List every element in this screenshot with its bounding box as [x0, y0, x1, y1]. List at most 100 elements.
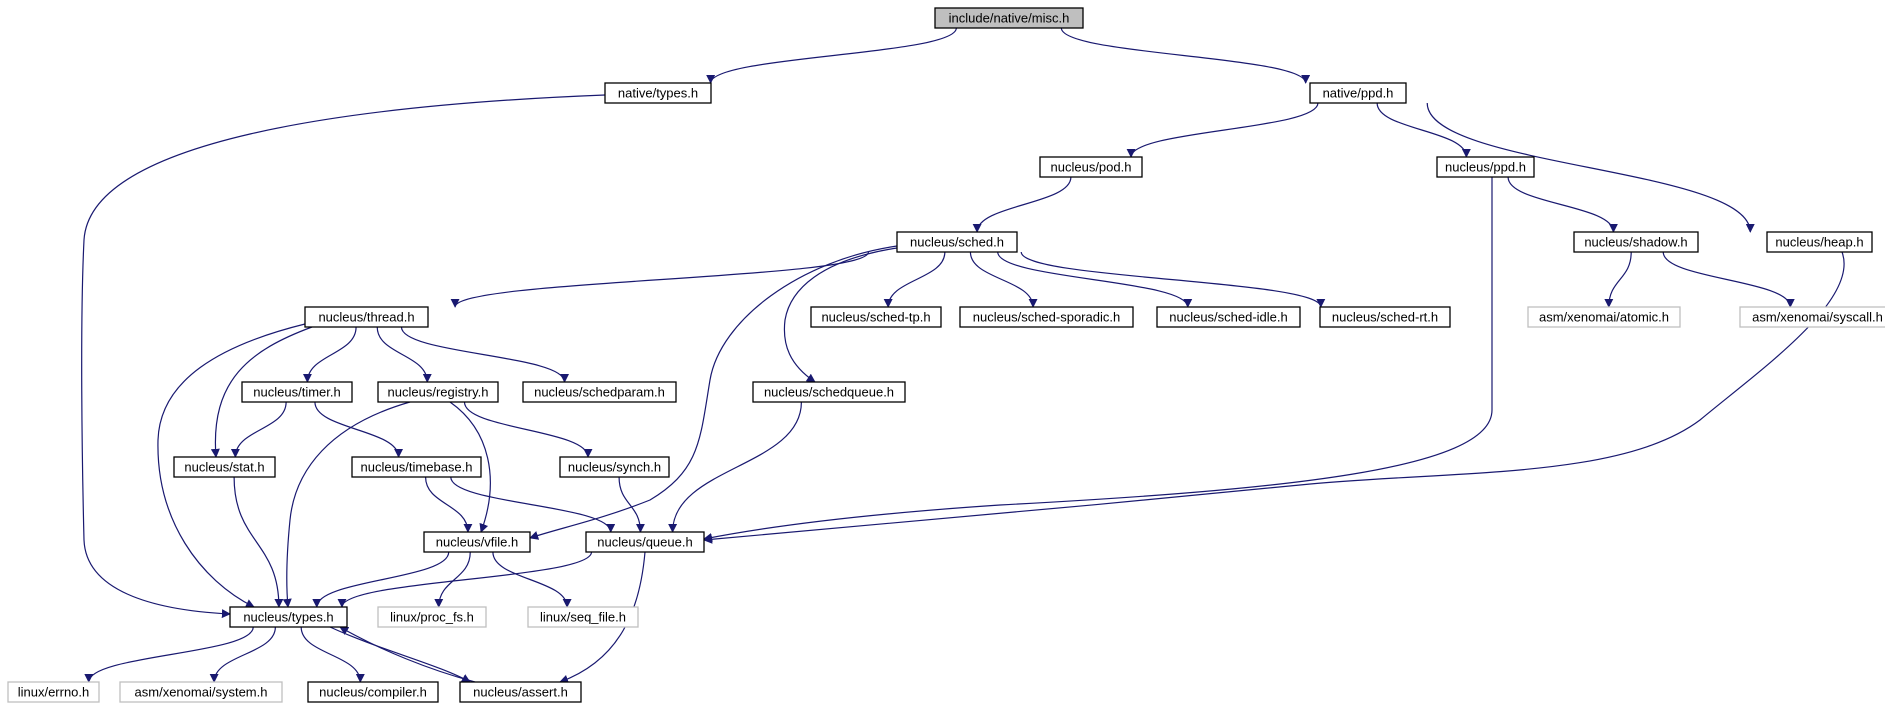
- node-schedqueue[interactable]: nucleus/schedqueue.h: [752, 381, 906, 403]
- edge-timer-to-timebase: [314, 401, 404, 458]
- node-box-thread[interactable]: [304, 306, 429, 328]
- edge-schedqueue-to-queue: [668, 401, 802, 533]
- node-box-registry[interactable]: [377, 381, 499, 403]
- node-box-queue[interactable]: [585, 531, 705, 553]
- edge-line-stat-to-types: [233, 476, 284, 608]
- node-box-system: [119, 681, 283, 703]
- edge-line-thread-to-timer: [302, 326, 357, 383]
- node-box-shadow[interactable]: [1573, 231, 1699, 253]
- edge-line-vfile-to-types: [312, 551, 450, 608]
- node-box-syscall: [1739, 306, 1885, 328]
- edge-thread-to-types: [157, 323, 306, 608]
- node-label-timer: nucleus/timer.h: [253, 385, 340, 400]
- node-label-schedparam: nucleus/schedparam.h: [534, 385, 665, 400]
- edge-line-nppd-to-heap: [1426, 102, 1755, 233]
- node-box-pod[interactable]: [1039, 156, 1143, 178]
- edge-vfile-to-seqfile: [492, 551, 572, 608]
- node-stat[interactable]: nucleus/stat.h: [173, 456, 276, 478]
- node-pod[interactable]: nucleus/pod.h: [1039, 156, 1143, 178]
- node-label-seqfile: linux/seq_file.h: [540, 610, 626, 625]
- node-box-misc[interactable]: [934, 7, 1084, 29]
- edge-line-sched-to-thread: [450, 251, 870, 308]
- node-box-schedidle[interactable]: [1156, 306, 1301, 328]
- edge-timebase-to-queue: [450, 476, 616, 533]
- node-box-schedspor[interactable]: [959, 306, 1134, 328]
- node-label-ntypes: native/types.h: [618, 86, 698, 101]
- edge-registry-to-synch: [463, 401, 593, 458]
- node-box-timebase[interactable]: [351, 456, 482, 478]
- edge-line-nppd-to-ppd: [1376, 102, 1471, 158]
- edge-line-shadow-to-atomic: [1604, 251, 1632, 308]
- node-box-assert[interactable]: [459, 681, 582, 703]
- edge-line-assert-to-types: [339, 626, 476, 683]
- node-synch[interactable]: nucleus/synch.h: [559, 456, 670, 478]
- edge-ntypes-to-types: [81, 94, 606, 619]
- node-system: asm/xenomai/system.h: [119, 681, 283, 703]
- edge-types-to-compiler: [300, 626, 365, 683]
- node-box-heap[interactable]: [1766, 231, 1873, 253]
- node-box-stat[interactable]: [173, 456, 276, 478]
- node-timer[interactable]: nucleus/timer.h: [241, 381, 353, 403]
- node-compiler[interactable]: nucleus/compiler.h: [307, 681, 439, 703]
- node-box-ppd[interactable]: [1436, 156, 1535, 178]
- node-vfile[interactable]: nucleus/vfile.h: [423, 531, 531, 553]
- edge-types-to-system: [209, 626, 276, 683]
- node-label-ppd: nucleus/ppd.h: [1445, 160, 1526, 175]
- node-assert[interactable]: nucleus/assert.h: [459, 681, 582, 703]
- node-heap[interactable]: nucleus/heap.h: [1766, 231, 1873, 253]
- edge-line-ppd-to-queue: [703, 177, 1493, 542]
- edge-line-vfile-to-procfs: [434, 551, 471, 608]
- edge-line-registry-to-types: [282, 401, 411, 608]
- node-nppd[interactable]: native/ppd.h: [1309, 82, 1407, 104]
- node-label-schedtp: nucleus/sched-tp.h: [821, 310, 930, 325]
- nodes-layer: include/native/misc.h native/types.h nativ…: [7, 7, 1885, 703]
- edge-line-vfile-to-seqfile: [492, 551, 572, 608]
- node-label-timebase: nucleus/timebase.h: [360, 460, 472, 475]
- node-box-nppd[interactable]: [1309, 82, 1407, 104]
- node-box-vfile[interactable]: [423, 531, 531, 553]
- edge-line-sched-to-vfile: [529, 245, 898, 540]
- node-box-synch[interactable]: [559, 456, 670, 478]
- node-ntypes[interactable]: native/types.h: [604, 82, 712, 104]
- node-box-sched[interactable]: [896, 231, 1018, 253]
- edge-line-sched-to-schedtp: [883, 251, 946, 308]
- edge-line-queue-to-assert: [559, 551, 646, 684]
- node-label-system: asm/xenomai/system.h: [135, 685, 268, 700]
- edge-thread-to-stat: [210, 326, 313, 458]
- node-registry[interactable]: nucleus/registry.h: [377, 381, 499, 403]
- node-schedparam[interactable]: nucleus/schedparam.h: [522, 381, 677, 403]
- node-queue[interactable]: nucleus/queue.h: [585, 531, 705, 553]
- node-box-types[interactable]: [229, 606, 348, 628]
- edge-registry-to-vfile: [449, 401, 491, 533]
- edge-line-timer-to-stat: [230, 401, 287, 458]
- edge-line-nppd-to-pod: [1126, 102, 1319, 158]
- node-schedrt[interactable]: nucleus/sched-rt.h: [1319, 306, 1451, 328]
- node-box-schedtp[interactable]: [810, 306, 942, 328]
- edge-sched-to-schedqueue: [783, 247, 898, 383]
- edge-line-shadow-to-syscall: [1662, 251, 1795, 308]
- node-box-timer[interactable]: [241, 381, 353, 403]
- edge-misc-to-nppd: [1060, 27, 1311, 84]
- edge-line-types-to-compiler: [300, 626, 365, 683]
- edge-vfile-to-types: [312, 551, 450, 608]
- edge-line-sched-to-schedrt: [1020, 251, 1326, 308]
- node-box-schedparam[interactable]: [522, 381, 677, 403]
- node-shadow[interactable]: nucleus/shadow.h: [1573, 231, 1699, 253]
- node-box-schedrt[interactable]: [1319, 306, 1451, 328]
- node-types[interactable]: nucleus/types.h: [229, 606, 348, 628]
- node-label-thread: nucleus/thread.h: [318, 310, 414, 325]
- node-box-ntypes[interactable]: [604, 82, 712, 104]
- node-schedidle[interactable]: nucleus/sched-idle.h: [1156, 306, 1301, 328]
- edge-thread-to-schedparam: [400, 326, 570, 383]
- node-timebase[interactable]: nucleus/timebase.h: [351, 456, 482, 478]
- node-misc[interactable]: include/native/misc.h: [934, 7, 1084, 29]
- node-label-registry: nucleus/registry.h: [388, 385, 489, 400]
- node-ppd[interactable]: nucleus/ppd.h: [1436, 156, 1535, 178]
- node-box-schedqueue[interactable]: [752, 381, 906, 403]
- node-schedspor[interactable]: nucleus/sched-sporadic.h: [959, 306, 1134, 328]
- node-thread[interactable]: nucleus/thread.h: [304, 306, 429, 328]
- node-sched[interactable]: nucleus/sched.h: [896, 231, 1018, 253]
- node-schedtp[interactable]: nucleus/sched-tp.h: [810, 306, 942, 328]
- node-box-compiler[interactable]: [307, 681, 439, 703]
- edge-line-timebase-to-queue: [450, 476, 616, 533]
